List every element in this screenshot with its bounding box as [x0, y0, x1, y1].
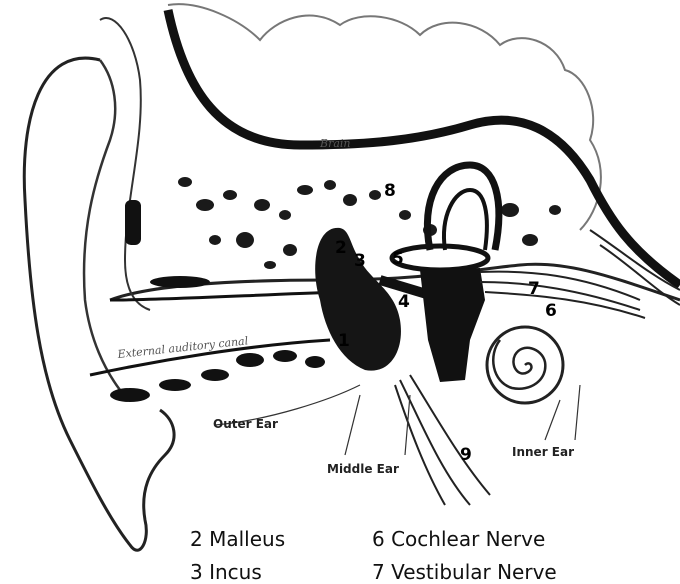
horizontal-canal	[392, 246, 488, 270]
eustachian-tube	[395, 375, 490, 505]
number-9: 9	[460, 445, 472, 465]
temporal-bone-speckles	[178, 177, 561, 269]
number-5: 5	[392, 249, 404, 269]
pinna-fold	[100, 18, 150, 310]
legend-item-malleus: 2 Malleus	[190, 527, 285, 551]
label-inner-ear: Inner Ear	[512, 445, 574, 459]
vestibule	[420, 268, 485, 382]
label-brain: Brain	[319, 137, 351, 150]
nerve-bundle	[480, 230, 680, 318]
number-1: 1	[338, 331, 350, 351]
legend-item-incus: 3 Incus	[190, 560, 262, 584]
semicircular-canal-2	[444, 190, 487, 250]
number-6: 6	[545, 301, 557, 321]
label-middle-ear: Middle Ear	[327, 462, 399, 476]
canal-upper	[110, 292, 340, 300]
number-2: 2	[335, 238, 347, 258]
label-outer-ear: Outer Ear	[213, 417, 278, 431]
cochlea-spiral	[493, 340, 545, 389]
pinna-inner	[84, 60, 120, 390]
number-7: 7	[528, 279, 540, 299]
pinna	[24, 58, 174, 550]
legend-item-vestibular-nerve: 7 Vestibular Nerve	[372, 560, 557, 584]
legend-item-cochlear-nerve: 6 Cochlear Nerve	[372, 527, 545, 551]
number-4: 4	[398, 292, 410, 312]
number-8: 8	[384, 181, 396, 201]
number-3: 3	[354, 251, 366, 271]
middle-ear-cavity	[315, 228, 401, 371]
